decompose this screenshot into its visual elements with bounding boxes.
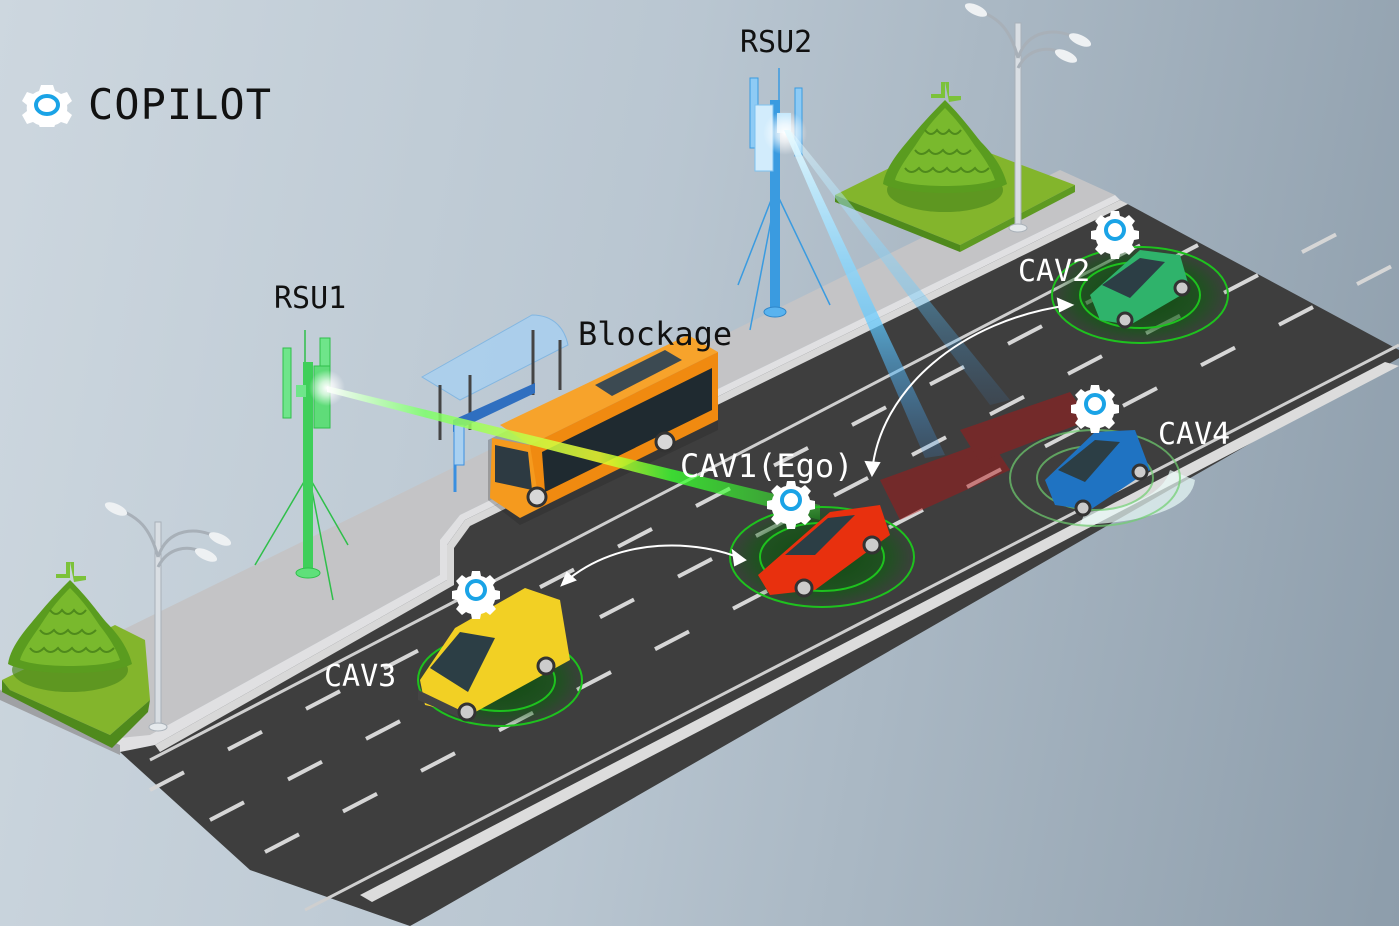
- lane-dash: [1356, 264, 1392, 286]
- rsu1-label: RSU1: [274, 281, 347, 316]
- lane-dash: [966, 467, 1002, 489]
- lane-dash: [365, 719, 401, 741]
- copilot-gear-icon-cav2: [1089, 209, 1141, 261]
- lane-dash: [773, 446, 809, 468]
- lane-dash: [305, 689, 341, 711]
- bus-stop-shelter: [421, 314, 569, 492]
- cav2-vehicle[interactable]: [1050, 245, 1230, 345]
- rsu2-blue-beam: [784, 130, 1010, 458]
- lane-dash: [677, 557, 713, 579]
- copilot-gear-icon-cav3: [450, 569, 502, 621]
- lane-dash: [1067, 354, 1103, 376]
- lane-dash: [287, 759, 323, 782]
- lane-dash: [1007, 324, 1043, 346]
- bus-blockage[interactable]: [488, 335, 718, 525]
- lane-dash: [1301, 232, 1337, 254]
- lane-dash: [654, 629, 690, 651]
- v2v-arrow-cav1-cav3: [560, 544, 747, 587]
- lane-dash: [227, 729, 263, 752]
- lane-dash: [420, 751, 456, 773]
- cav1-ego-vehicle[interactable]: [727, 505, 917, 609]
- cav1-label: CAV1(Ego): [680, 447, 854, 485]
- lane-dash: [1200, 345, 1236, 368]
- lane-dash: [539, 567, 575, 589]
- cav4-vehicle[interactable]: [1009, 429, 1195, 527]
- cav2-label: CAV2: [1018, 254, 1091, 289]
- lane-dash: [1223, 273, 1259, 295]
- lane-dash: [833, 476, 869, 498]
- lane-dash: [617, 527, 653, 549]
- lane-dash: [383, 648, 419, 671]
- cav3-label: CAV3: [324, 659, 397, 694]
- lane-dash: [851, 405, 887, 427]
- rsu2-label: RSU2: [740, 25, 813, 60]
- lane-dash: [149, 770, 185, 792]
- gear-with-ring-icon: [22, 84, 72, 127]
- lane-dash: [1278, 305, 1314, 327]
- v2v-arrow-cav1-cav2: [864, 297, 1075, 478]
- lane-edge-line: [149, 243, 1141, 762]
- lane-edge-line: [304, 343, 1399, 912]
- lane-dash: [342, 791, 378, 814]
- copilot-gear-icon-cav4: [1069, 383, 1121, 435]
- lane-dash: [264, 832, 300, 854]
- cav1-trajectory-ghost: [880, 392, 1090, 520]
- brand-header: COPILOT: [20, 80, 272, 129]
- lane-dash: [929, 364, 965, 387]
- cav3-vehicle[interactable]: [415, 588, 585, 728]
- cav4-label: CAV4: [1158, 417, 1231, 452]
- brand-name: COPILOT: [88, 80, 273, 129]
- blockage-label: Blockage: [578, 315, 733, 353]
- tree-icon: [882, 81, 1008, 213]
- lane-dash: [1122, 386, 1158, 408]
- lane-dash: [209, 800, 245, 822]
- rsu1-tower[interactable]: [254, 330, 349, 601]
- lane-dash: [989, 394, 1025, 417]
- copilot-gear-icon-cav1: [765, 479, 817, 531]
- lane-dash: [599, 597, 635, 619]
- rsu1-green-beam: [327, 386, 820, 520]
